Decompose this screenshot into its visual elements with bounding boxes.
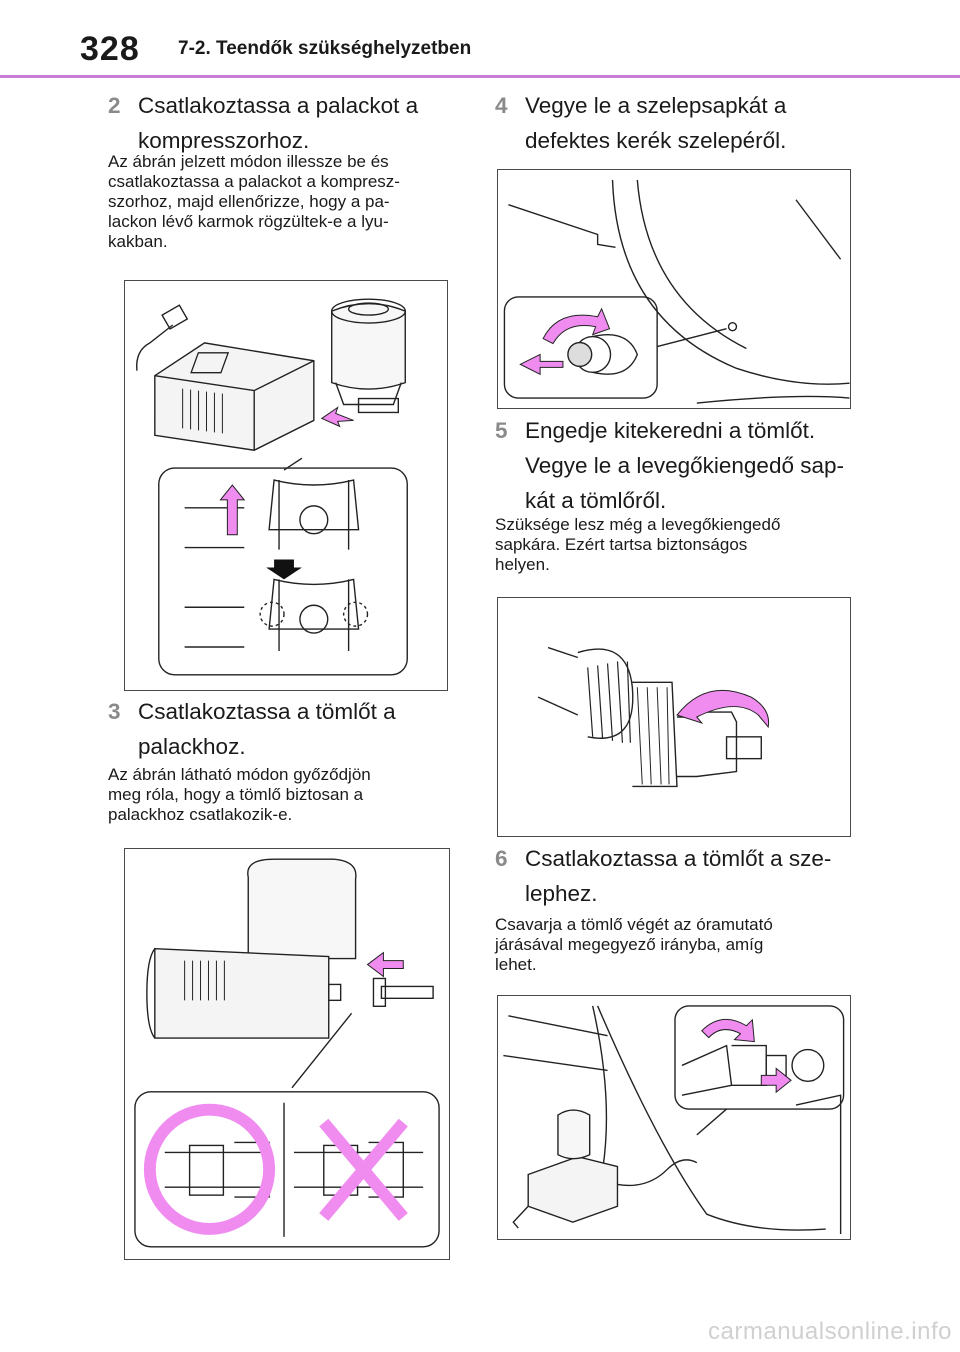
- step-line: Csatlakoztassa a tömlőt a sze-: [525, 846, 832, 871]
- note-line: járásával megegyező irányba, amíg: [495, 935, 764, 954]
- valve-cap-illustration: [503, 179, 850, 404]
- step-5-heading: 5 Engedje kitekeredni a tömlőt. Vegye le…: [495, 413, 865, 518]
- step-line: palackhoz.: [138, 734, 246, 759]
- figure-valve-cap: [497, 169, 851, 409]
- figure-hose-to-bottle: [124, 848, 450, 1260]
- note-line: szorhoz, majd ellenőrizze, hogy a pa-: [108, 192, 390, 211]
- air-release-cap-illustration: [537, 646, 770, 788]
- note-line: Az ábrán látható módon győződjön: [108, 765, 371, 784]
- step-line: kompresszorhoz.: [138, 128, 310, 153]
- step-line: Vegye le a levegőkiengedő sap-: [525, 453, 844, 478]
- step-6-heading: 6 Csatlakoztassa a tömlőt a sze- lephez.: [495, 841, 865, 911]
- header-divider: [0, 75, 960, 78]
- note-line: helyen.: [495, 555, 550, 574]
- hose-valve-illustration: [503, 1005, 845, 1235]
- step-line: defektes kerék szelepéről.: [525, 128, 787, 153]
- note-line: csatlakoztassa a palackot a kompresz-: [108, 172, 400, 191]
- step-number: 3: [108, 699, 121, 724]
- step-4-heading: 4 Vegye le a szelepsapkát a defektes ker…: [495, 88, 865, 158]
- hose-bottle-illustration: [134, 858, 440, 1248]
- figure-bottle-to-compressor: [124, 280, 448, 691]
- step-5-note: Szüksége lesz még a levegőkiengedő sapká…: [495, 515, 855, 575]
- figure-air-release-cap: [497, 597, 851, 837]
- note-line: Az ábrán jelzett módon illessze be és: [108, 152, 389, 171]
- step-number: 2: [108, 93, 121, 118]
- compressor-bottle-illustration: [135, 298, 408, 676]
- step-line: Vegye le a szelepsapkát a: [525, 93, 787, 118]
- page-number: 328: [80, 30, 140, 68]
- step-2-note: Az ábrán jelzett módon illessze be és cs…: [108, 152, 458, 252]
- step-number: 6: [495, 846, 508, 871]
- step-3-heading: 3 Csatlakoztassa a tömlőt a palackhoz.: [108, 694, 458, 764]
- step-number: 4: [495, 93, 508, 118]
- note-line: meg róla, hogy a tömlő biztosan a: [108, 785, 364, 804]
- step-2-heading: 2 Csatlakoztassa a palackot a kompresszo…: [108, 88, 458, 158]
- note-line: lehet.: [495, 955, 537, 974]
- note-line: Szüksége lesz még a levegőkiengedő: [495, 515, 781, 534]
- step-line: Csatlakoztassa a tömlőt a: [138, 699, 396, 724]
- watermark: carmanualsonline.info: [708, 1318, 952, 1345]
- page-header: 328 7-2. Teendők szükséghelyzetben: [0, 0, 960, 78]
- note-line: Csavarja a tömlő végét az óramutató: [495, 915, 773, 934]
- note-line: palackhoz csatlakozik-e.: [108, 805, 293, 824]
- step-line: Engedje kitekeredni a tömlőt.: [525, 418, 816, 443]
- note-line: kakban.: [108, 232, 168, 251]
- step-number: 5: [495, 418, 508, 443]
- note-line: sapkára. Ezért tartsa biztonságos: [495, 535, 748, 554]
- step-6-note: Csavarja a tömlő végét az óramutató járá…: [495, 915, 855, 975]
- step-line: Csatlakoztassa a palackot a: [138, 93, 419, 118]
- section-title: 7-2. Teendők szükséghelyzetben: [178, 38, 472, 59]
- step-line: kát a tömlőről.: [525, 488, 667, 513]
- note-line: lackon lévő karmok rögzültek-e a lyu-: [108, 212, 389, 231]
- figure-hose-to-valve: [497, 995, 851, 1240]
- step-3-note: Az ábrán látható módon győződjön meg ról…: [108, 765, 458, 825]
- step-line: lephez.: [525, 881, 598, 906]
